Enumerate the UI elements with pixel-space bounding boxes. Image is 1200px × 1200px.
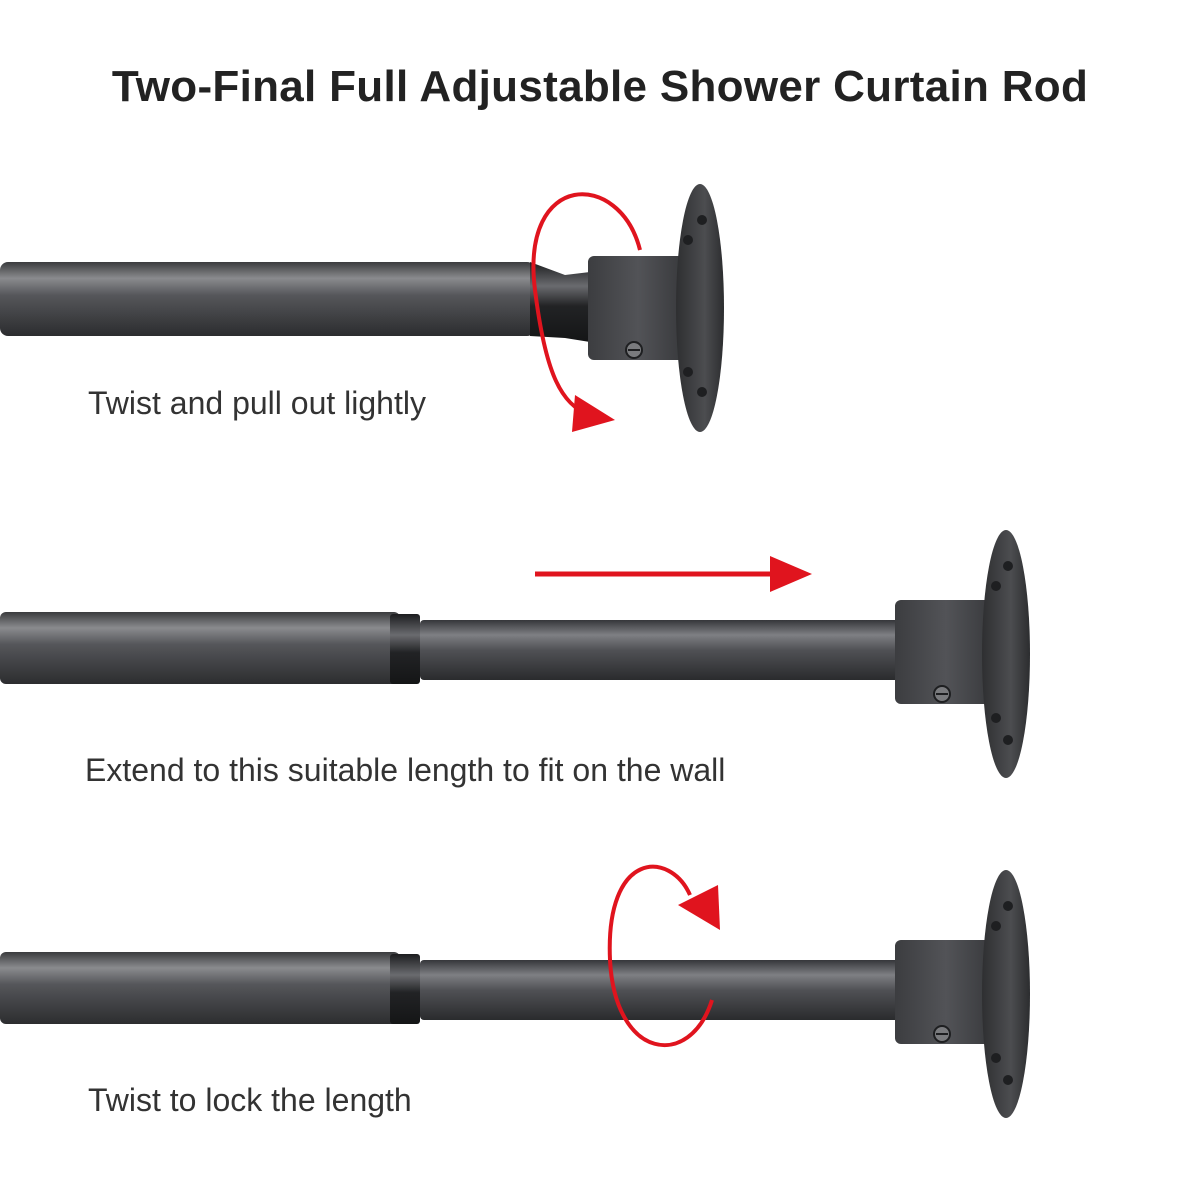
inner-tube xyxy=(420,620,900,680)
plate-hole xyxy=(697,215,707,225)
bracket-block xyxy=(588,256,688,360)
bracket-block xyxy=(895,940,997,1044)
twist-arrow-1 xyxy=(531,192,642,432)
plate-hole xyxy=(991,1053,1001,1063)
plate-hole xyxy=(1003,901,1013,911)
step-2-caption: Extend to this suitable length to fit on… xyxy=(85,752,726,788)
step-2-rod-assembly xyxy=(0,530,1030,778)
rod-tube xyxy=(0,262,535,336)
plate-hole xyxy=(1003,561,1013,571)
rod-collar xyxy=(530,262,590,342)
tube-joint-ring xyxy=(390,614,420,684)
step-1-rod-assembly xyxy=(0,184,724,432)
step-3-caption: Twist to lock the length xyxy=(88,1082,412,1118)
tube-joint-ring xyxy=(390,954,420,1024)
plate-hole xyxy=(697,387,707,397)
step-3-rod-assembly xyxy=(0,870,1030,1118)
twist-arrow-3 xyxy=(607,864,720,1048)
plate-hole xyxy=(991,921,1001,931)
plate-hole xyxy=(683,235,693,245)
plate-hole xyxy=(683,367,693,377)
plate-hole xyxy=(991,581,1001,591)
extend-arrow xyxy=(535,556,812,592)
page-title: Two-Final Full Adjustable Shower Curtain… xyxy=(111,62,1089,111)
plate-hole xyxy=(991,713,1001,723)
step-1-caption: Twist and pull out lightly xyxy=(88,385,426,421)
outer-tube xyxy=(0,952,400,1024)
inner-tube xyxy=(420,960,900,1020)
plate-hole xyxy=(1003,735,1013,745)
bracket-block xyxy=(895,600,997,704)
plate-hole xyxy=(1003,1075,1013,1085)
outer-tube xyxy=(0,612,400,684)
